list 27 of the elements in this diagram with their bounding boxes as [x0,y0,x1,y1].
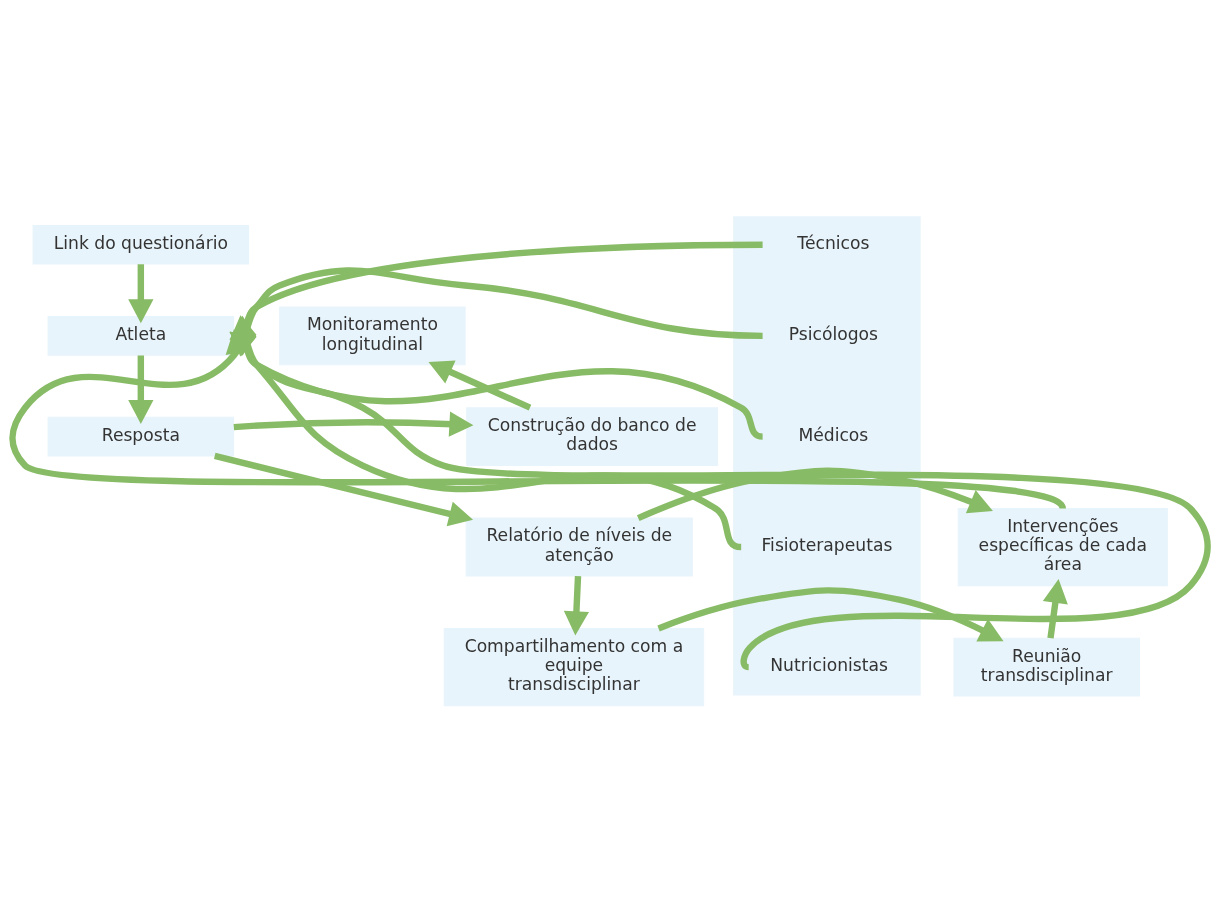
arrow [128,263,154,323]
arrow [657,586,1004,641]
cluster [733,215,921,696]
node-box: Resposta [47,416,235,456]
arrow [128,355,154,424]
node-box: Link do questionário [32,224,250,265]
node-text: Psicólogos [788,323,878,344]
node-box: Reunião transdisciplinar [953,637,1140,697]
node-text: Nutricionistas [770,654,888,675]
node-box: Atleta [47,315,235,356]
arrow [428,359,532,411]
node-box: Monitoramento longitudinal [279,305,466,365]
arrow [229,331,1211,668]
node-box: Relatório de níveis de atenção [465,517,693,577]
arrow [213,452,474,526]
node-text: Fisioterapeutas [761,534,893,555]
arrow [636,466,993,521]
node-box: Construção do banco de dados [466,406,719,466]
node-box: Compartilhamento com a equipe transdisciplinar [443,627,705,706]
arrow [1042,578,1068,639]
node-box: Intervenções específicas de cada área [957,507,1168,586]
arrow [233,411,474,437]
node-text: Médicos [798,424,869,445]
arrow [229,330,764,440]
arrow [563,575,590,635]
arrow [229,331,742,550]
node-text: Técnicos [797,232,870,253]
